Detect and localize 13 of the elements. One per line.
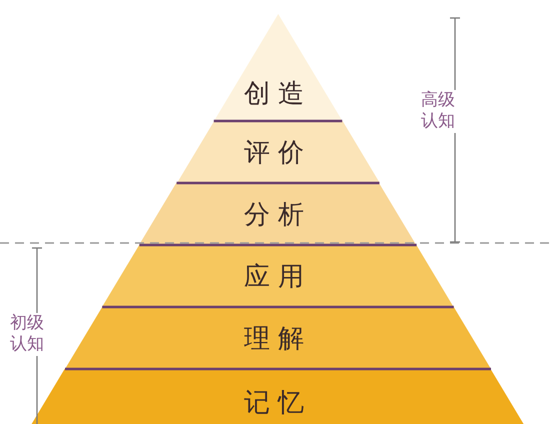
bracket-label: 初级认知 (9, 313, 45, 356)
pyramid-level-band (102, 245, 454, 307)
pyramid-level-band (139, 183, 417, 245)
level-label: 理解 (243, 323, 313, 356)
pyramid-level-band (176, 121, 380, 183)
level-label: 分析 (243, 199, 313, 232)
level-label: 评价 (243, 137, 313, 170)
pyramid-top-triangle (214, 14, 342, 121)
bracket-label: 高级认知 (420, 90, 456, 132)
level-label: 创造 (243, 78, 313, 111)
pyramid-level-band (65, 307, 491, 369)
level-label: 应用 (243, 261, 313, 294)
level-label: 记忆 (243, 387, 313, 420)
